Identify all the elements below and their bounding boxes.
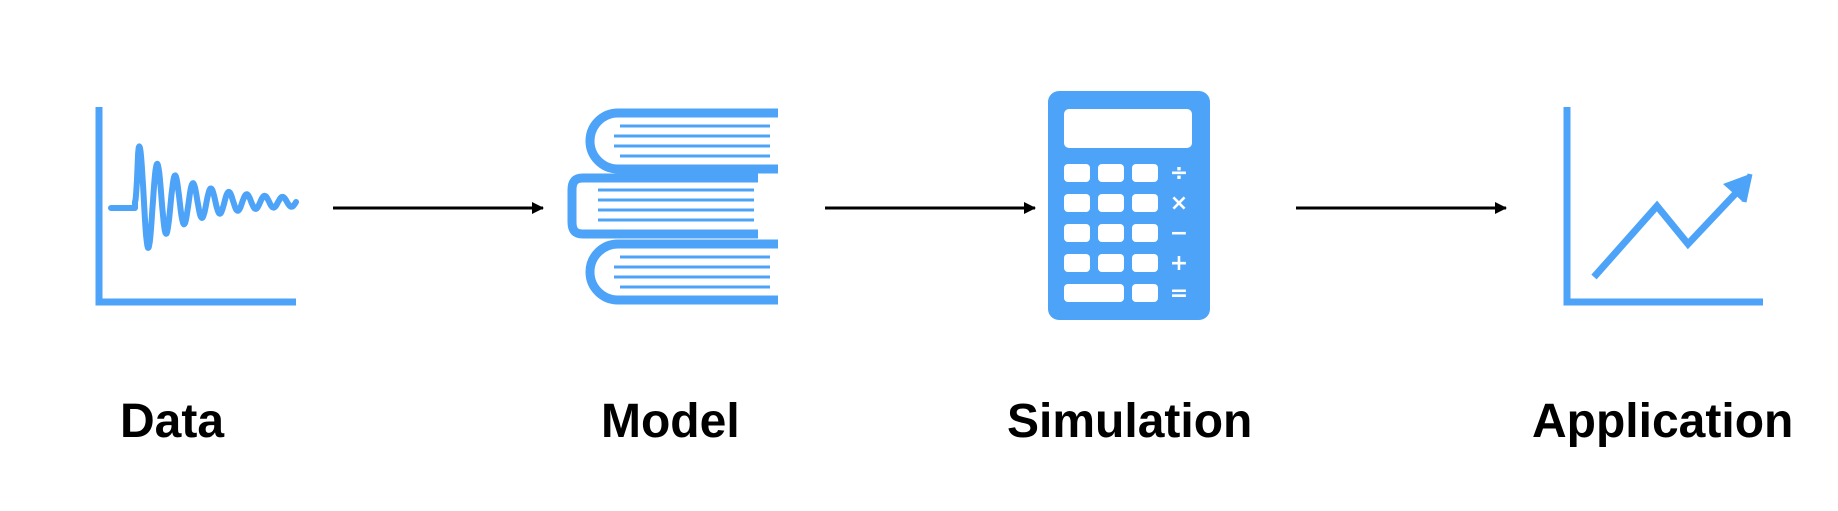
- calculator-key: [1064, 194, 1090, 212]
- book-top: [585, 108, 778, 174]
- calculator-key: [1132, 194, 1158, 212]
- books-icon: [567, 108, 778, 305]
- step-label-application: Application: [1532, 395, 1794, 448]
- waveform-chart-axes: [95, 107, 296, 306]
- calculator-key: [1064, 164, 1090, 182]
- calculator-key: [1064, 224, 1090, 242]
- calculator-key: [1098, 194, 1124, 212]
- trend-chart-axes: [1563, 107, 1763, 306]
- calculator-keypad: [1064, 164, 1158, 302]
- waveform-signal: [108, 143, 299, 251]
- step-label-data: Data: [120, 395, 225, 448]
- calculator-key: [1132, 254, 1158, 272]
- calculator-operator: ÷: [1170, 161, 1188, 186]
- calculator-key: [1098, 164, 1124, 182]
- calculator-display: [1064, 109, 1192, 148]
- calculator-key-wide: [1064, 284, 1124, 302]
- step-label-simulation: Simulation: [1007, 395, 1253, 448]
- calculator-operator: +: [1170, 251, 1188, 276]
- calculator-key: [1132, 284, 1158, 302]
- calculator-key: [1132, 164, 1158, 182]
- calculator-icon: ÷ × − + =: [1048, 91, 1210, 320]
- step-label-model: Model: [601, 395, 740, 448]
- trend-line: [1591, 189, 1740, 280]
- calculator-operator: ×: [1170, 191, 1188, 216]
- calculator-operator: =: [1170, 281, 1188, 306]
- book-middle: [567, 173, 758, 239]
- book-bottom: [585, 239, 778, 305]
- waveform-chart-icon: [95, 107, 299, 306]
- calculator-key: [1064, 254, 1090, 272]
- calculator-key: [1098, 254, 1124, 272]
- calculator-key: [1132, 224, 1158, 242]
- trend-chart-icon: [1563, 107, 1763, 306]
- calculator-key: [1098, 224, 1124, 242]
- calculator-operator: −: [1170, 221, 1188, 246]
- calculator-operators: ÷ × − + =: [1170, 161, 1188, 306]
